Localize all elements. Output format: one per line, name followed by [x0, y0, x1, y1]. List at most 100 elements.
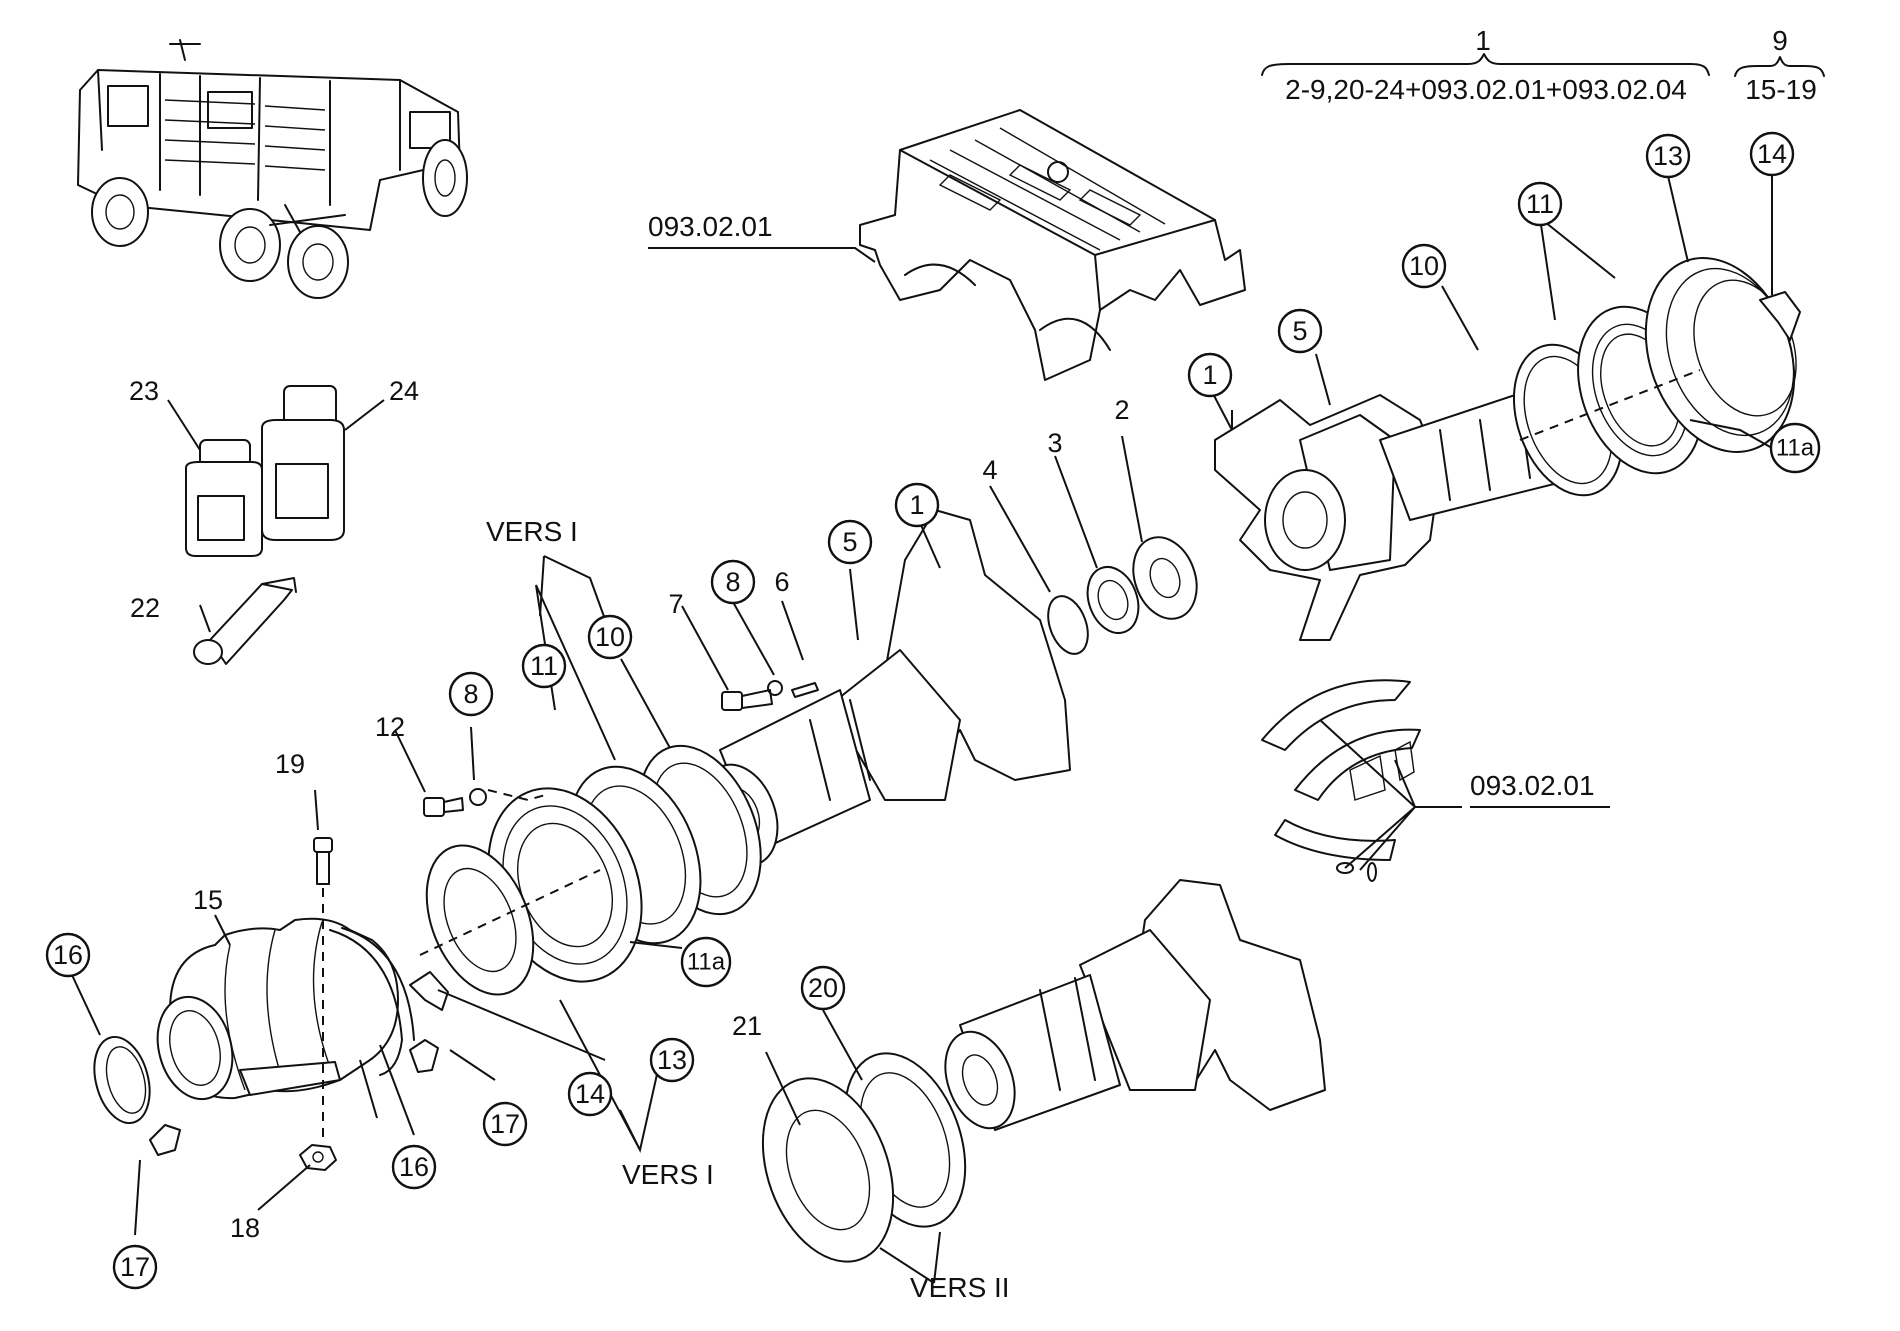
svg-text:10: 10 — [595, 622, 625, 652]
oil-bottle-large — [261, 385, 345, 541]
bolt-7 — [721, 689, 773, 711]
bolt-12 — [423, 797, 464, 817]
plain-callouts: 2 3 4 6 7 12 15 18 19 21 22 23 24 — [129, 376, 1130, 1243]
callout-4: 4 — [982, 455, 997, 485]
boot-clamp-ring-16-left — [93, 1035, 151, 1125]
callout-21: 21 — [732, 1011, 762, 1041]
callout-11-upper: 11 — [1517, 181, 1563, 227]
callout-17-b: 17 — [482, 1101, 528, 1147]
callout-17-a: 17 — [112, 1244, 158, 1290]
upper-axis-line — [1519, 369, 1701, 441]
svg-text:13: 13 — [657, 1045, 687, 1075]
vers2-label: VERS II — [910, 1272, 1010, 1303]
callout-10-upper: 10 — [1401, 243, 1447, 289]
callout-19: 19 — [275, 749, 305, 779]
upper-clip-14 — [1759, 291, 1801, 341]
svg-text:5: 5 — [842, 527, 857, 557]
svg-text:10: 10 — [1409, 251, 1439, 281]
upper-axle-shaft — [1214, 376, 1594, 641]
snap-ring-4 — [1047, 595, 1089, 655]
bearing-shells — [1261, 679, 1421, 882]
clip-17-right — [409, 1039, 439, 1073]
svg-text:14: 14 — [1757, 139, 1787, 169]
svg-text:11: 11 — [1526, 189, 1554, 219]
svg-text:20: 20 — [808, 973, 838, 1003]
callout-11a-lower: 11a — [680, 936, 732, 988]
callout-11-lower: 11 — [521, 643, 567, 689]
vers1-bottom-label: VERS I — [622, 1159, 714, 1190]
svg-text:14: 14 — [575, 1079, 605, 1109]
lower-axis-line — [419, 869, 601, 956]
callout-13-upper: 13 — [1645, 133, 1691, 179]
callout-16-a: 16 — [45, 932, 91, 978]
callout-14-upper: 14 — [1749, 131, 1795, 177]
callout-1-upper: 1 — [1187, 352, 1233, 398]
callout-23: 23 — [129, 376, 159, 406]
subassembly-range: 15-19 — [1745, 74, 1817, 105]
callout-24: 24 — [389, 376, 419, 406]
svg-text:11a: 11a — [687, 949, 726, 976]
callout-2: 2 — [1114, 395, 1129, 425]
svg-text:11a: 11a — [1776, 435, 1815, 462]
bottom-axle-shaft — [944, 879, 1326, 1131]
callout-10-lower: 10 — [587, 614, 633, 660]
lock-washer-8-lower — [469, 788, 487, 806]
callout-5-lower: 5 — [827, 519, 873, 565]
upper-flange-13 — [1644, 257, 1797, 453]
svg-text:1: 1 — [909, 490, 924, 520]
callout-22: 22 — [130, 593, 160, 623]
grease-tube — [193, 577, 297, 665]
subassembly-number: 9 — [1772, 25, 1788, 56]
lock-washer-8-upper — [767, 680, 783, 696]
pin-6 — [791, 682, 819, 698]
truck-illustration — [77, 39, 468, 299]
callout-3: 3 — [1047, 428, 1062, 458]
svg-text:1: 1 — [1202, 360, 1217, 390]
svg-text:5: 5 — [1292, 316, 1307, 346]
needle-bearing-3 — [1086, 566, 1140, 634]
shells-ref-label: 093.02.01 — [1470, 770, 1595, 801]
clip-17-left — [149, 1124, 181, 1156]
seal-21 — [761, 1077, 895, 1263]
assembly-brace — [1261, 53, 1710, 76]
callout-18: 18 — [230, 1213, 260, 1243]
svg-text:8: 8 — [725, 567, 740, 597]
svg-text:17: 17 — [120, 1252, 150, 1282]
svg-text:17: 17 — [490, 1109, 520, 1139]
callout-16-b: 16 — [391, 1144, 437, 1190]
oil-bottle-small — [185, 439, 263, 557]
assembly-header: 1 2-9,20-24+093.02.01+093.02.04 9 15-19 — [1261, 25, 1825, 105]
lower-axle-shaft — [701, 509, 1071, 867]
bolt-19 — [313, 837, 333, 885]
svg-text:16: 16 — [53, 940, 83, 970]
vers1-top-label: VERS I — [486, 516, 578, 547]
svg-text:16: 16 — [399, 1152, 429, 1182]
assembly-range: 2-9,20-24+093.02.01+093.02.04 — [1285, 74, 1687, 105]
rubber-boot — [156, 917, 399, 1101]
callout-14-lower: 14 — [567, 1071, 613, 1117]
differential-housing — [859, 109, 1246, 381]
callout-20: 20 — [800, 965, 846, 1011]
boot-clamp-ring-16-right — [329, 927, 415, 1076]
callout-12: 12 — [375, 712, 405, 742]
svg-text:8: 8 — [463, 679, 478, 709]
svg-text:13: 13 — [1653, 141, 1683, 171]
svg-text:11: 11 — [530, 651, 558, 681]
callout-8-b: 8 — [448, 671, 494, 717]
callout-7: 7 — [668, 589, 683, 619]
washer-leader-dash — [487, 789, 546, 802]
callout-8-a: 8 — [710, 559, 756, 605]
callout-13-lower: 13 — [649, 1037, 695, 1083]
callout-6: 6 — [774, 567, 789, 597]
housing-ref-label: 093.02.01 — [648, 211, 773, 242]
callout-5-upper: 5 — [1277, 308, 1323, 354]
callout-1-lower: 1 — [894, 482, 940, 528]
circled-callouts: 1 5 10 11 13 14 11a 1 5 8 8 10 11 11a 13… — [45, 131, 1821, 1290]
nut-18 — [299, 1144, 337, 1171]
callout-15: 15 — [193, 885, 223, 915]
lower-flange-13 — [425, 844, 535, 996]
leader-lines — [71, 175, 1773, 1284]
thrust-washer-2 — [1132, 536, 1198, 620]
